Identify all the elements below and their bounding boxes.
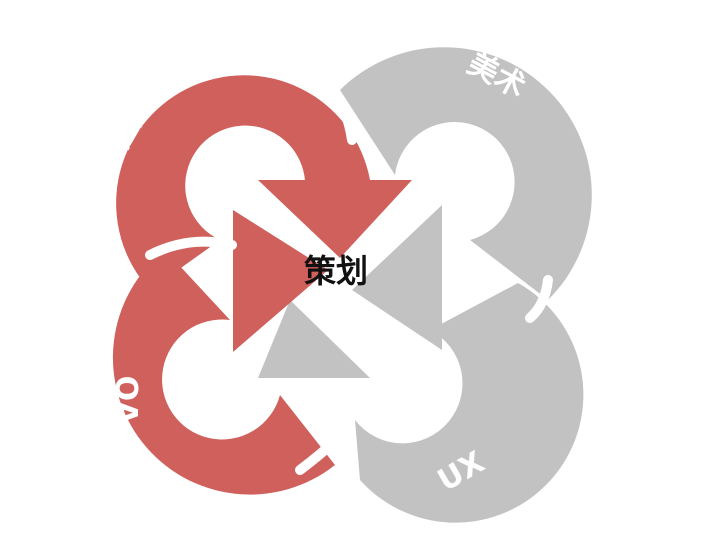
- ux-petal: [258, 283, 584, 523]
- art-petal: [340, 47, 592, 350]
- ux-arrowhead: [258, 300, 370, 378]
- art-arrowhead: [352, 205, 442, 350]
- qa-label: QA: [108, 376, 143, 426]
- qa-petal: [112, 210, 335, 495]
- art-ring: [340, 47, 592, 300]
- separators: [145, 83, 553, 475]
- qa-arrowhead: [233, 210, 328, 352]
- qa-ring: [112, 250, 335, 495]
- program-ring: [116, 75, 370, 290]
- program-arrowhead: [258, 180, 412, 258]
- program-petal: [116, 75, 412, 290]
- center-label: 策划: [304, 252, 368, 290]
- ux-ring: [355, 283, 584, 523]
